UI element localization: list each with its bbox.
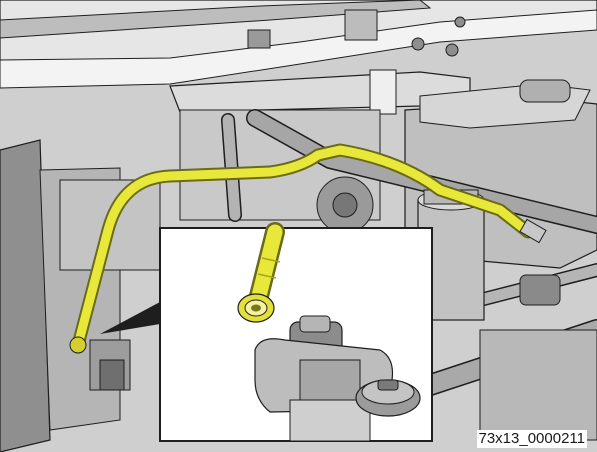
bolt-3 — [454, 16, 466, 28]
figure-id-label: 73x13_0000211 — [476, 430, 587, 448]
hose-connector — [237, 293, 275, 323]
pulley-hub — [332, 192, 358, 218]
inset-hose-rib-1 — [261, 257, 281, 263]
cross-member-bracket — [369, 69, 397, 115]
hood-frame-strip — [0, 0, 432, 39]
grey-pipe-diagonal-fill — [247, 110, 597, 233]
bolt-1 — [411, 37, 425, 51]
inset-hose-rib-2 — [257, 273, 277, 279]
latch-bracket-center — [344, 9, 378, 41]
hose-end-left — [69, 336, 87, 354]
reservoir-cap — [355, 379, 421, 417]
bolt-2 — [445, 43, 459, 57]
right-lower-block — [479, 329, 597, 441]
right-lower-connector — [519, 274, 561, 306]
inset-hose — [250, 224, 283, 308]
detail-inset — [159, 222, 433, 442]
latch-bracket-left — [247, 29, 271, 49]
reservoir-cap-right — [519, 79, 571, 103]
callout-leader — [100, 302, 160, 334]
lower-fitting — [99, 359, 125, 391]
highlighted-hose — [73, 145, 533, 350]
hose-connector-right — [519, 218, 547, 244]
left-side-beam — [0, 139, 51, 452]
